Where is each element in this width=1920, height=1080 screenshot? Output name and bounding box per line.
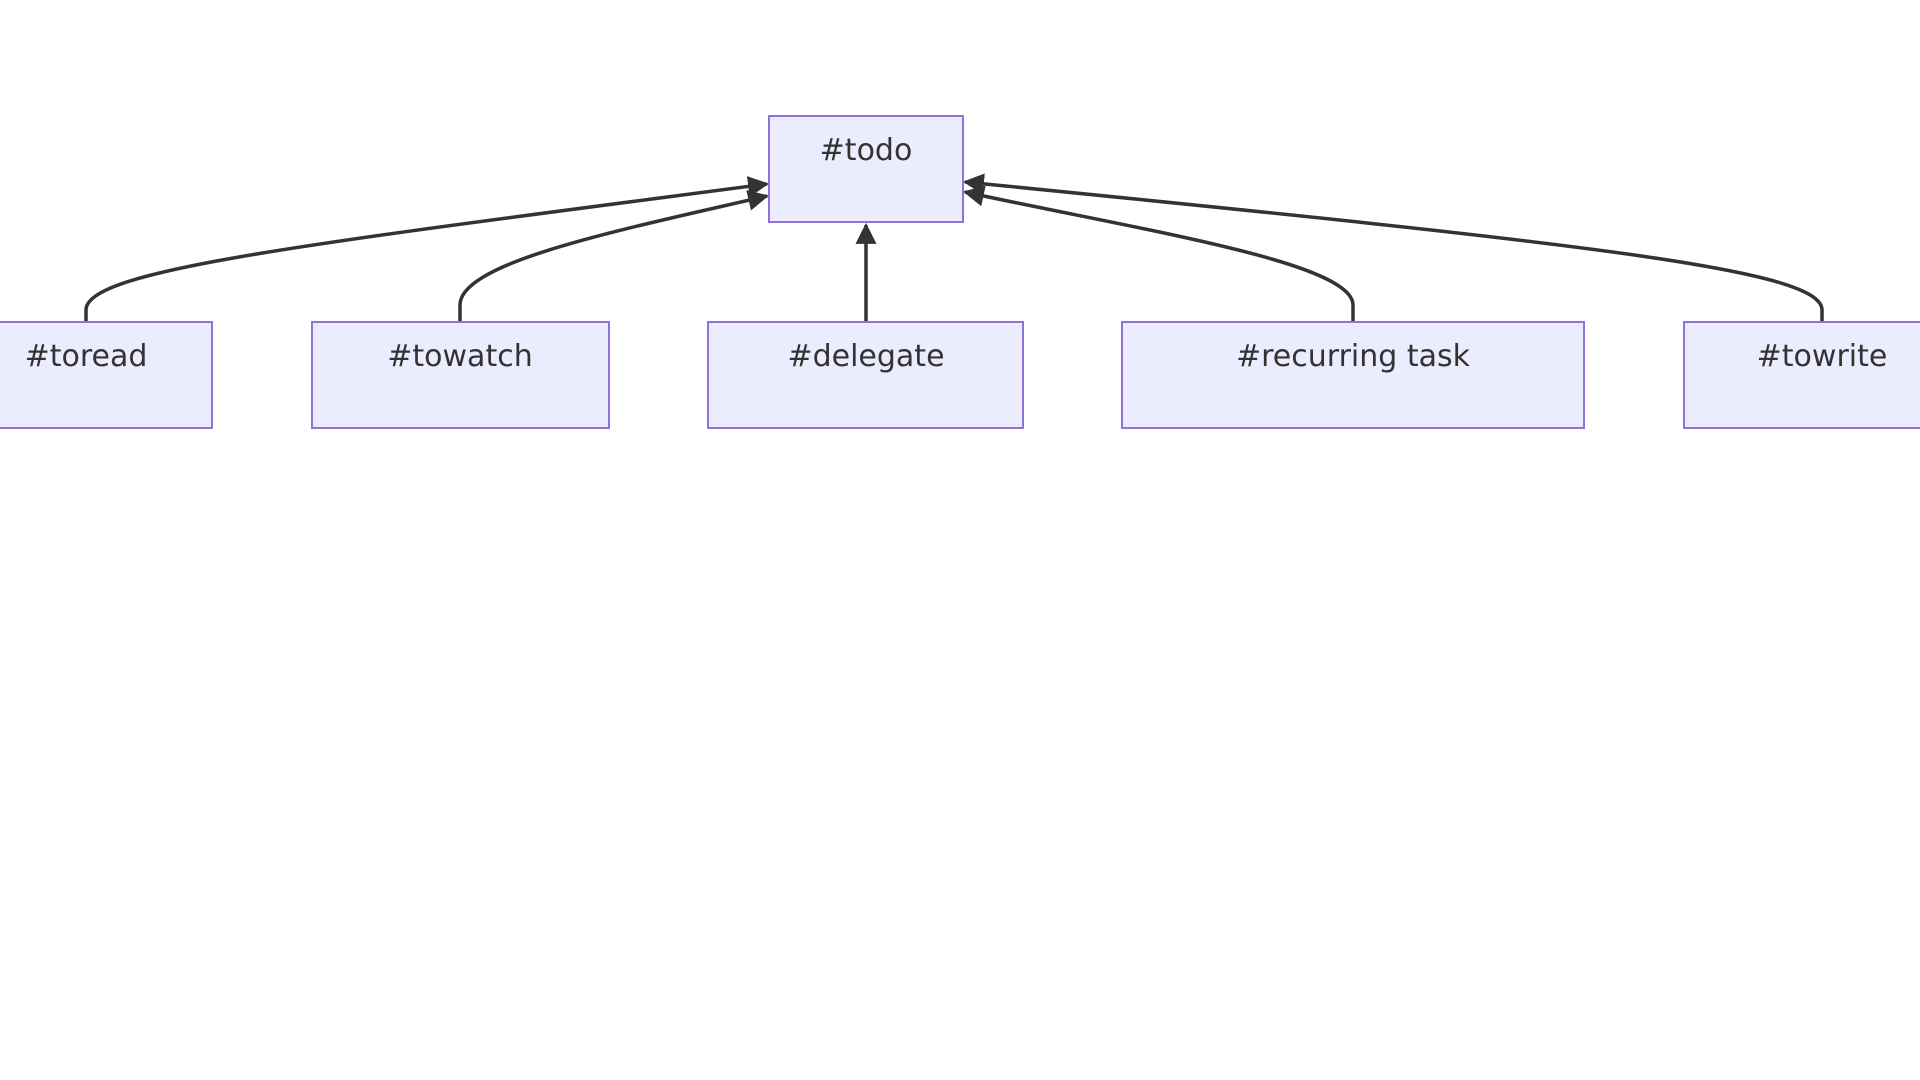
edge-toread-to-todo (84, 176, 770, 321)
node-delegate-box (707, 321, 1024, 429)
node-recurring-task[interactable]: #recurring task (1121, 321, 1585, 429)
node-recurring-task-box (1121, 321, 1585, 429)
node-toread-box (0, 321, 213, 429)
node-todo-label: #todo (820, 133, 913, 168)
edges (84, 173, 1824, 321)
edge-recurring-to-todo (962, 185, 1355, 321)
node-toread-label: #toread (25, 339, 148, 374)
node-todo-box (768, 115, 964, 223)
node-recurring-task-label: #recurring task (1236, 339, 1471, 374)
node-delegate[interactable]: #delegate (707, 321, 1024, 429)
node-towrite[interactable]: #towrite (1683, 321, 1920, 429)
edge-towatch-to-todo (458, 190, 770, 321)
node-todo[interactable]: #todo (768, 115, 964, 223)
node-towrite-label: #towrite (1757, 339, 1888, 374)
node-towatch-box (311, 321, 610, 429)
node-towatch-label: #towatch (387, 339, 532, 374)
node-delegate-label: #delegate (787, 339, 944, 374)
node-towatch[interactable]: #towatch (311, 321, 610, 429)
node-towrite-box (1683, 321, 1920, 429)
node-toread[interactable]: #toread (0, 321, 213, 429)
edge-towrite-to-todo (962, 173, 1824, 321)
